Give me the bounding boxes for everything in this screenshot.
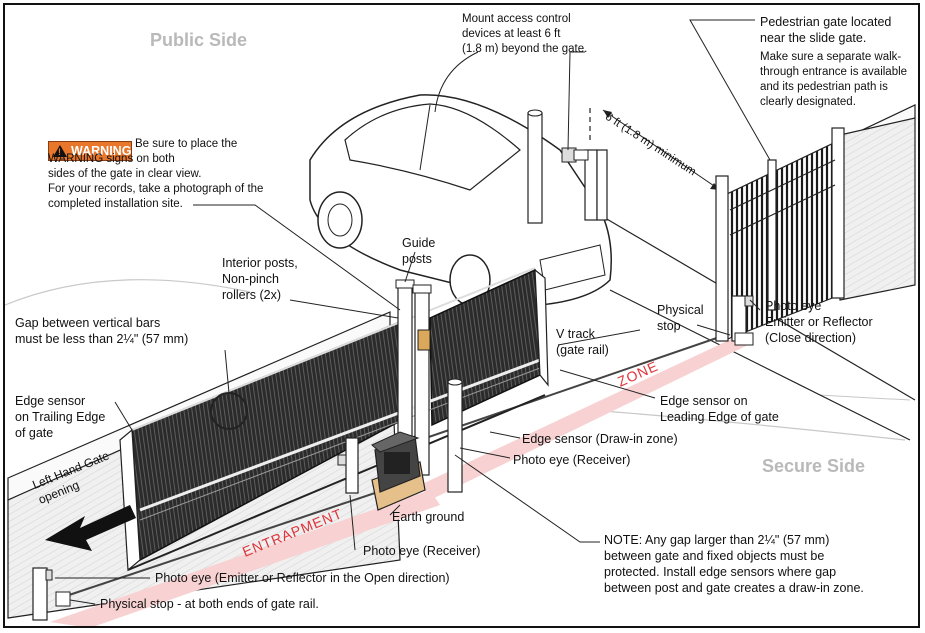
warning-text-rest: WARNING signs on both sides of the gate … (48, 153, 264, 210)
photo-eye-post-open (32, 567, 48, 621)
edge-drawin-callout: Edge sensor (Draw-in zone) (522, 432, 678, 446)
pedestrian-gate-note: Make sure a separate walk- through entra… (760, 51, 908, 108)
warning-icon: ! (53, 145, 67, 157)
earth-ground-callout: Earth ground (392, 510, 465, 524)
v-track-callout: V track (gate rail) (556, 327, 609, 357)
physical-stop-left (55, 591, 71, 607)
entrapment-strip (50, 490, 440, 628)
gate-operator (371, 431, 426, 511)
secure-side-label: Secure Side (762, 456, 866, 476)
warning-badge: ! WARNING (48, 141, 132, 161)
leader-lines (55, 19, 771, 605)
edge-trailing-callout: Edge sensor on Trailing Edge of gate (15, 394, 106, 440)
edge-leading-callout: Edge sensor on Leading Edge of gate (660, 394, 779, 424)
note-callout: NOTE: Any gap larger than 2¼" (57 mm) be… (604, 533, 864, 595)
photo-eye-close-callout: Photo eye Emitter or Reflector (Close di… (765, 299, 873, 345)
pedestrian-gate (715, 127, 845, 342)
v-track (419, 329, 741, 441)
warning-text-first: Be sure to place the (135, 138, 238, 150)
interior-posts-callout: Interior posts, Non-pinch rollers (2x) (222, 256, 298, 302)
photo-eye-receiver-mid-callout: Photo eye (Receiver) (363, 544, 481, 558)
ground-curve-right (589, 409, 906, 441)
photo-eye-open-callout: Photo eye (Emitter or Reflector in the O… (155, 571, 450, 585)
zone-strip (420, 335, 748, 500)
public-side-label: Public Side (150, 30, 248, 50)
photo-eye-receiver-right-callout: Photo eye (Receiver) (513, 453, 631, 467)
physical-stop-right-callout: Physical stop (657, 303, 704, 333)
pedestrian-gate-callout: Pedestrian gate located near the slide g… (760, 15, 892, 45)
access-control-callout: Mount access control devices at least 6 … (462, 13, 588, 55)
physical-stop-bottom-callout: Physical stop - at both ends of gate rai… (100, 597, 319, 611)
non-pinch-roller (417, 329, 431, 351)
diagram-frame (3, 3, 920, 628)
ground-curve-left (4, 279, 251, 306)
gap-bars-callout: Gap between vertical bars must be less t… (15, 316, 189, 346)
warning-badge-label: WARNING (71, 144, 132, 158)
guide-posts-callout: Guide posts (402, 236, 436, 266)
left-arrow-icon (45, 505, 136, 551)
